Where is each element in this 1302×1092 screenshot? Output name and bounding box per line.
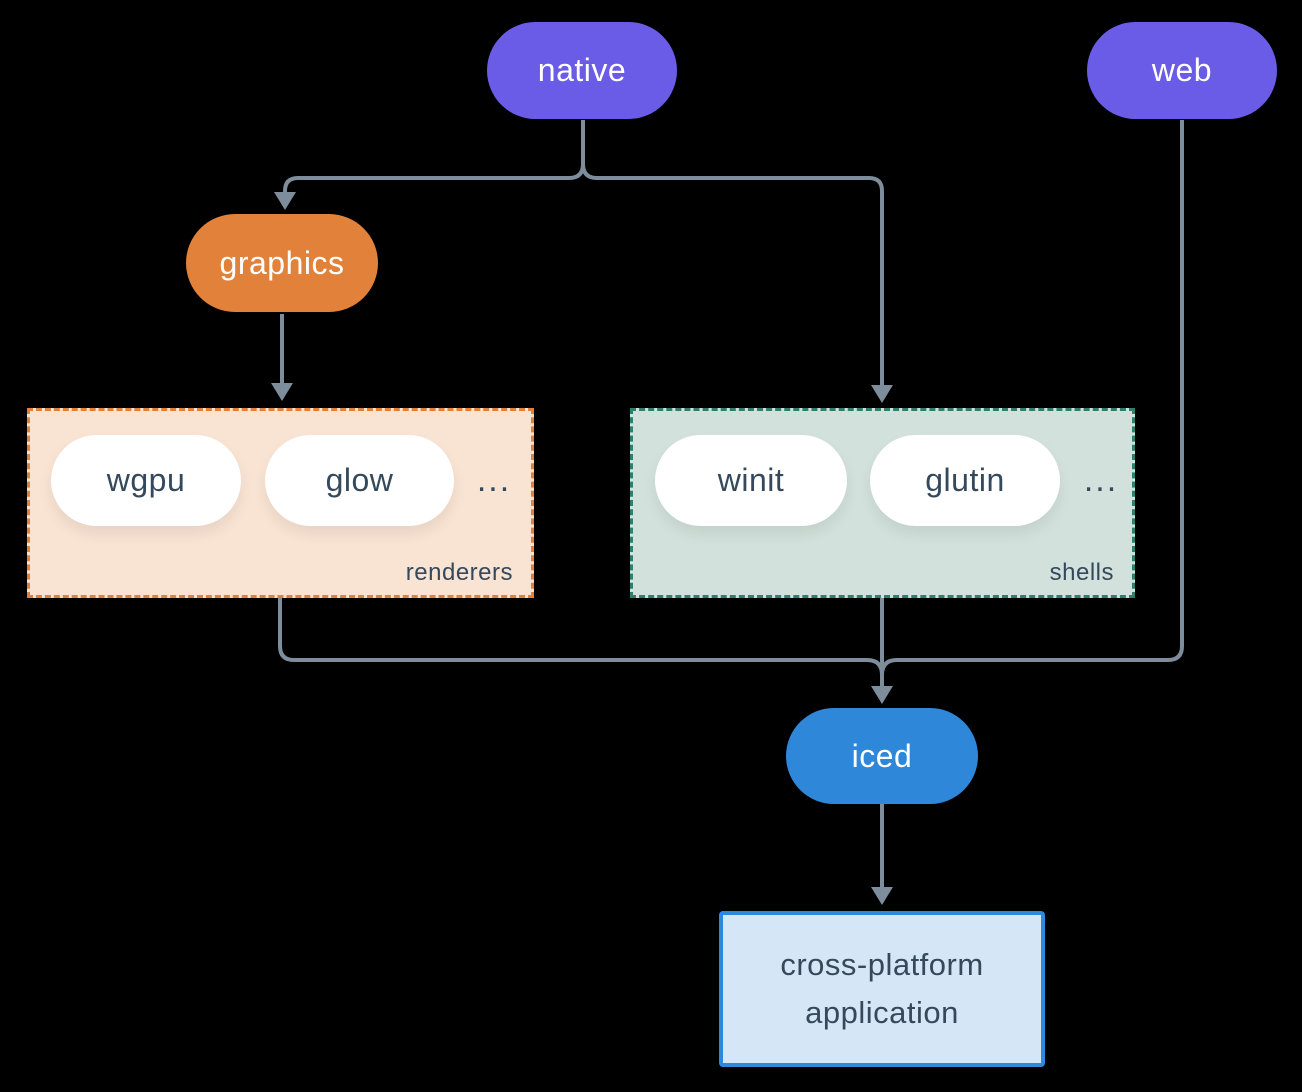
node-native-label: native <box>537 52 627 88</box>
arrowhead-into-renderers <box>271 383 293 401</box>
renderers-ellipsis: ... <box>476 461 512 499</box>
edge-renderers-to-junction <box>278 598 884 676</box>
arrowhead-into-graphics <box>274 192 296 210</box>
node-winit-label: winit <box>717 462 785 498</box>
node-graphics: graphics <box>186 214 378 312</box>
node-iced: iced <box>786 708 978 804</box>
node-graphics-label: graphics <box>219 244 345 281</box>
node-glow: glow <box>265 435 454 526</box>
node-glutin: glutin <box>870 435 1060 526</box>
node-cross-platform-application: cross-platform application <box>719 911 1045 1067</box>
group-renderers: wgpu glow ... renderers <box>27 408 534 598</box>
node-wgpu-label: wgpu <box>106 462 186 498</box>
node-web-label: web <box>1151 52 1213 88</box>
node-native: native <box>487 22 677 119</box>
node-web: web <box>1087 22 1277 119</box>
node-winit: winit <box>655 435 847 526</box>
group-shells: winit glutin ... shells <box>630 408 1135 598</box>
renderers-group-label: renderers <box>405 559 513 586</box>
edge-native-to-shells <box>581 163 884 386</box>
shells-group-label: shells <box>1049 559 1114 586</box>
arrowhead-into-shells <box>871 385 893 403</box>
node-wgpu: wgpu <box>51 435 241 526</box>
node-glutin-label: glutin <box>925 462 1005 498</box>
shells-ellipsis: ... <box>1083 461 1119 499</box>
node-iced-label: iced <box>851 737 913 774</box>
node-glow-label: glow <box>325 462 394 498</box>
arrowhead-into-iced <box>871 686 893 704</box>
node-application-label: cross-platform application <box>780 946 984 1030</box>
arrowhead-into-app <box>871 887 893 905</box>
edge-native-to-graphics <box>283 163 585 193</box>
